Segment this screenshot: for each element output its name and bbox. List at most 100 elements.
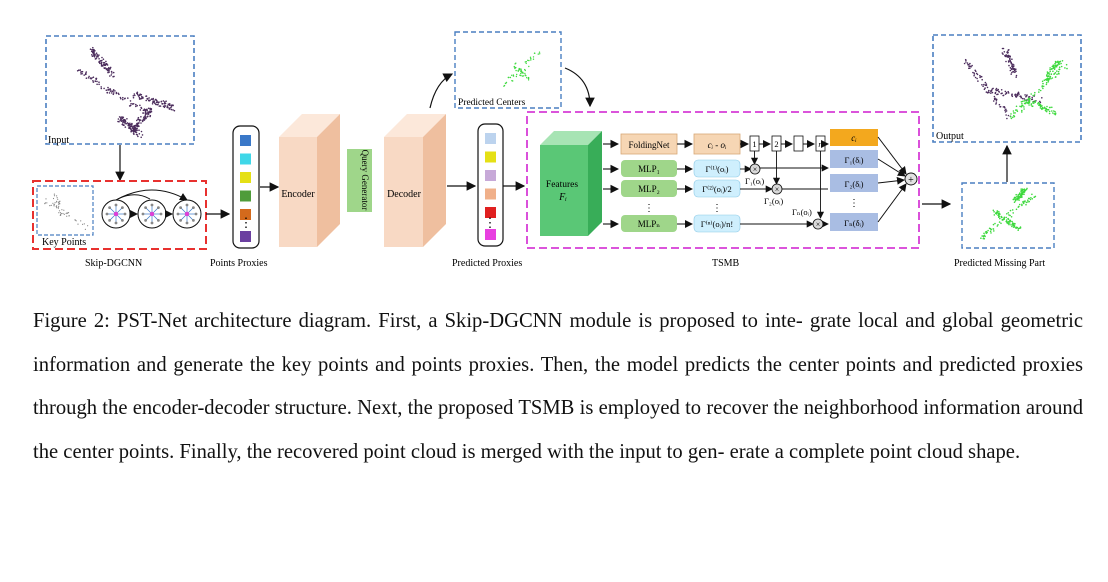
point: [1023, 190, 1025, 193]
point: [971, 64, 973, 67]
proxy-square: [485, 133, 496, 144]
point: [155, 101, 158, 104]
gamma-n-di-box: [830, 213, 878, 231]
point: [1010, 216, 1013, 218]
point: [1026, 94, 1028, 96]
point: [1019, 194, 1022, 196]
point: [121, 116, 123, 118]
point: [173, 109, 176, 112]
point: [1026, 187, 1028, 190]
point: [56, 195, 58, 197]
point: [137, 135, 139, 138]
point: [135, 105, 137, 108]
point: [534, 52, 536, 54]
point: [133, 130, 135, 132]
points-proxies-dots: ⋮: [240, 215, 253, 230]
mlp-2-label: MLP₂: [638, 184, 660, 194]
point: [93, 53, 95, 55]
point: [1012, 224, 1014, 226]
point: [93, 56, 96, 58]
point: [525, 61, 527, 63]
point: [1004, 93, 1007, 95]
point: [525, 75, 527, 77]
point: [972, 71, 974, 74]
point: [57, 206, 59, 208]
proxy-square: [240, 209, 251, 220]
point: [1006, 51, 1009, 53]
point: [100, 61, 103, 64]
point: [1034, 101, 1036, 104]
point: [993, 214, 996, 216]
point: [1006, 52, 1009, 54]
point: [99, 62, 101, 65]
point: [1010, 113, 1012, 115]
point: [512, 80, 514, 82]
point: [524, 69, 526, 72]
point: [1050, 73, 1053, 75]
point: [92, 76, 95, 78]
point: [537, 53, 539, 55]
point: [1038, 91, 1040, 93]
point: [1016, 110, 1019, 113]
point: [969, 67, 971, 69]
point: [45, 198, 47, 200]
point: [137, 95, 140, 97]
point: [1006, 221, 1009, 224]
point: [983, 237, 986, 240]
point: [1009, 55, 1011, 57]
point: [1021, 188, 1024, 190]
point: [999, 105, 1002, 108]
gamma-1-di-box: [830, 150, 878, 168]
point: [1064, 67, 1066, 69]
point: [155, 103, 157, 106]
point: [169, 104, 171, 106]
point: [145, 99, 147, 102]
proxy-square: [240, 190, 251, 202]
point: [1013, 226, 1016, 228]
point: [1057, 72, 1060, 75]
point: [103, 64, 106, 67]
point: [1021, 97, 1024, 100]
point: [1052, 64, 1055, 66]
point: [98, 54, 100, 56]
gamma-2-expr: Γ⁽²⁾(oᵢ)/2: [702, 184, 732, 194]
point: [59, 212, 62, 214]
point: [91, 77, 93, 79]
point: [65, 212, 67, 215]
point: [1027, 201, 1029, 203]
point: [165, 100, 167, 102]
svg-text:×: ×: [753, 165, 758, 174]
point: [1053, 73, 1056, 75]
point: [1007, 90, 1009, 93]
point: [149, 107, 151, 110]
point: [1015, 198, 1018, 200]
point: [1007, 212, 1010, 214]
point: [998, 221, 1001, 223]
point: [1005, 110, 1008, 112]
point: [89, 77, 92, 79]
point: [524, 72, 526, 75]
point: [1057, 70, 1060, 73]
point: [170, 106, 173, 108]
point: [1005, 220, 1007, 223]
gamma-vdots: ⋮: [712, 203, 722, 214]
caption-line-5: around the center points. Finally, the r…: [33, 397, 1083, 463]
point: [106, 64, 109, 66]
point: [153, 100, 156, 102]
point: [1005, 114, 1007, 116]
point: [1039, 104, 1041, 107]
point: [1005, 54, 1008, 56]
point: [974, 76, 977, 79]
point: [1020, 188, 1022, 190]
points-proxies-squares: [240, 135, 251, 242]
point: [97, 56, 99, 58]
point: [1046, 74, 1048, 77]
point: [76, 70, 79, 72]
point: [994, 92, 997, 95]
point: [1016, 93, 1018, 96]
point: [1015, 76, 1017, 78]
point: [1018, 205, 1020, 208]
point: [54, 202, 56, 204]
point: [1038, 103, 1041, 105]
point: [1028, 99, 1031, 101]
